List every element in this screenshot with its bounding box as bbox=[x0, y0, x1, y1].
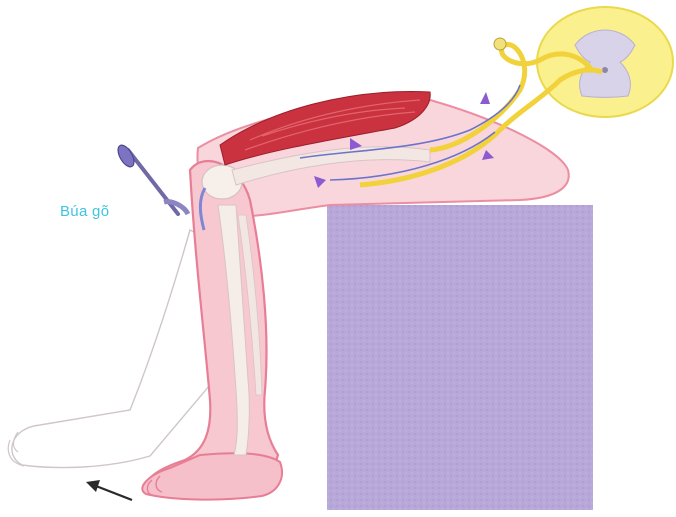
spinal-cord-cross-section bbox=[537, 7, 673, 117]
hammer-label: Búa gõ bbox=[60, 203, 109, 220]
reflex-hammer-icon bbox=[115, 143, 188, 214]
foot bbox=[142, 453, 282, 499]
stool-block bbox=[327, 205, 593, 510]
arrow-left-icon bbox=[86, 480, 132, 500]
signal-arrow-icon bbox=[480, 92, 490, 104]
extended-leg-outline bbox=[12, 230, 216, 468]
ganglion bbox=[494, 38, 506, 50]
